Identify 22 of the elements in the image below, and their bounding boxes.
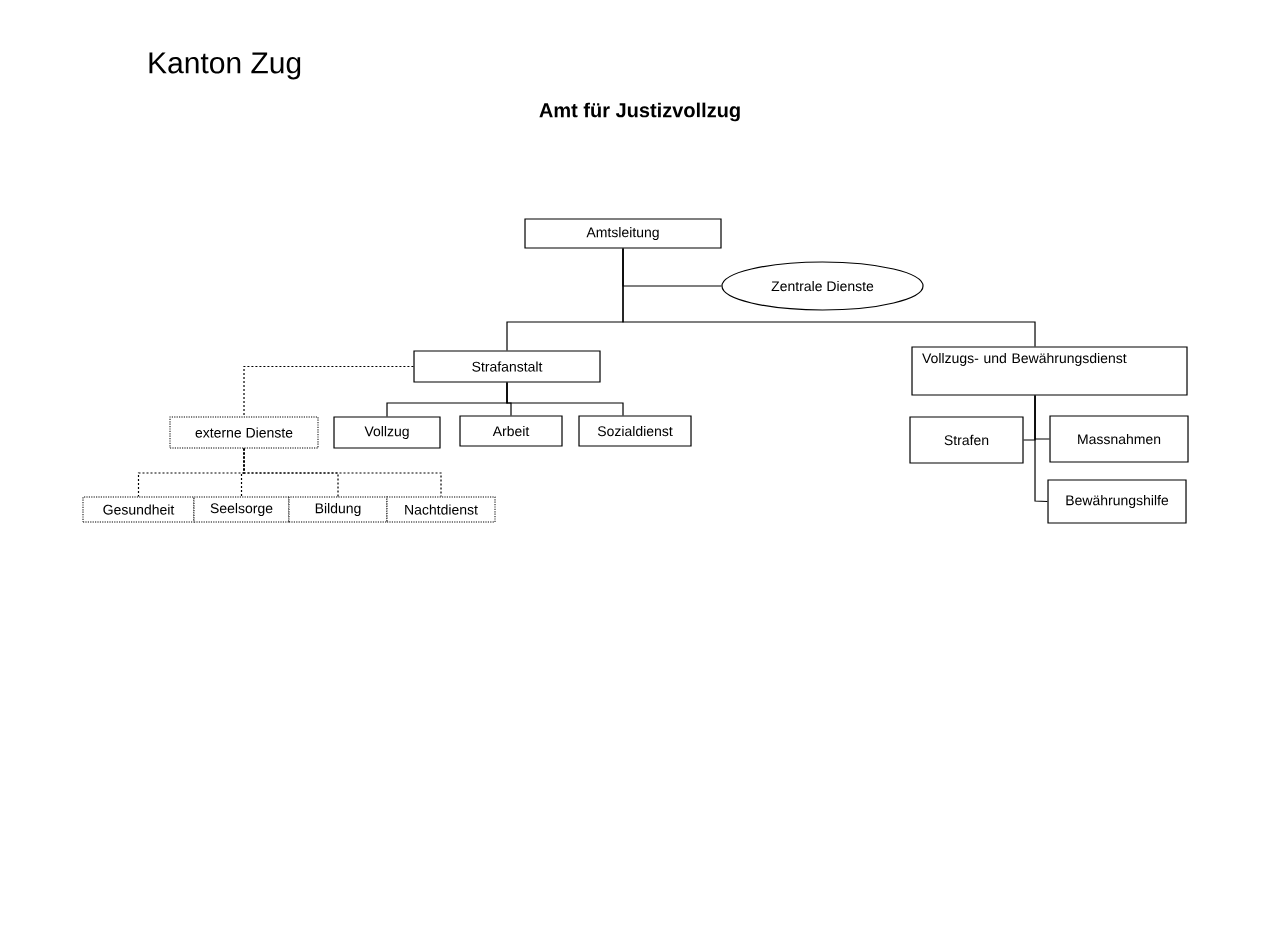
unit-box: Strafen xyxy=(909,416,1024,464)
unit-box: Arbeit xyxy=(459,415,563,447)
unit-box: Sozialdienst xyxy=(578,415,692,447)
connector-line xyxy=(506,382,624,416)
unit-box: Vollzug xyxy=(333,416,441,449)
unit-box: Bewährungshilfe xyxy=(1047,479,1187,524)
unit-box: Massnahmen xyxy=(1049,415,1189,463)
unit-box: Amtsleitung xyxy=(524,218,722,249)
unit-box: Nachtdienst xyxy=(386,496,496,523)
unit-box: Seelsorge xyxy=(193,496,290,523)
connector-line xyxy=(622,248,1036,347)
connector-line xyxy=(243,365,414,418)
connector-line xyxy=(1034,395,1048,503)
connector-line xyxy=(243,447,442,498)
unit-box: Gesundheit xyxy=(82,496,195,523)
unit-box: Bildung xyxy=(288,496,388,523)
unit-box: Strafanstalt xyxy=(413,350,601,383)
unit-box: externe Dienste xyxy=(169,416,319,449)
unit-box: Vollzugs- und Bewährungsdienst xyxy=(911,346,1188,396)
heading: Kanton Zug xyxy=(149,52,301,80)
title: Amt für Justizvollzug xyxy=(539,102,740,122)
oval-node: Zentrale Dienste xyxy=(721,261,924,311)
